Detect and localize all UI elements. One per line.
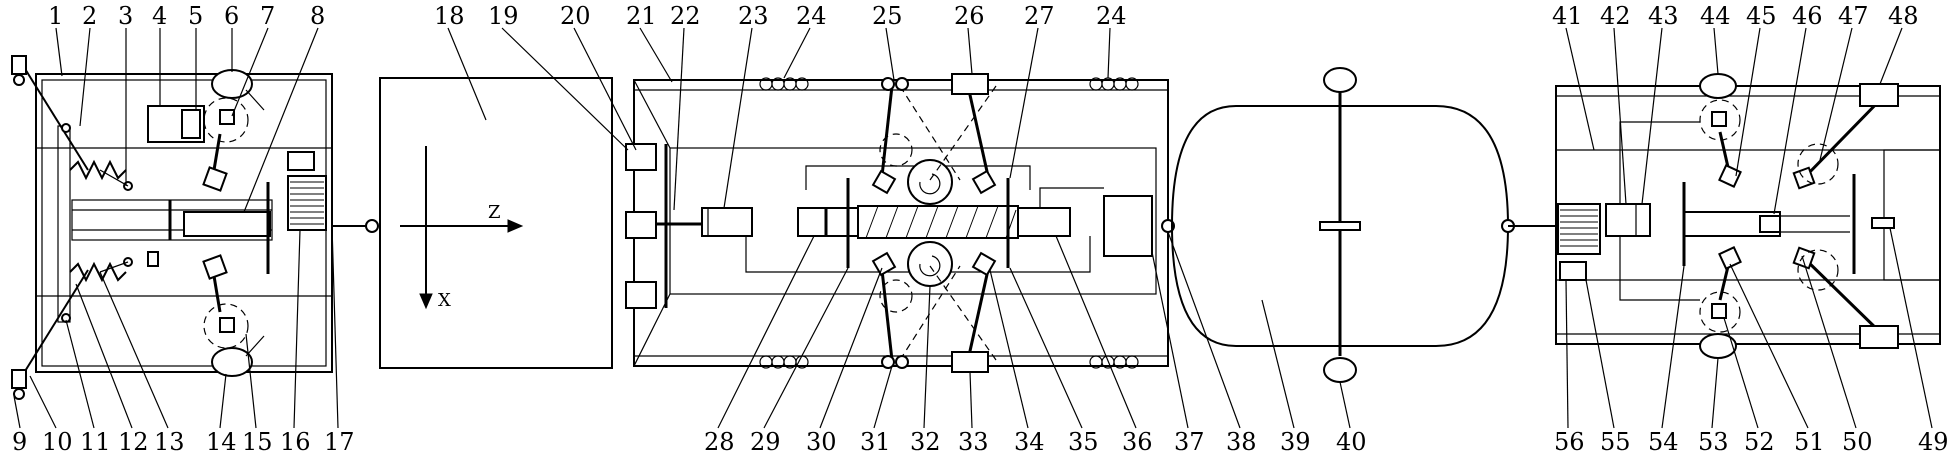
- label-11: 11: [80, 428, 111, 456]
- label-16: 16: [280, 428, 311, 456]
- label-49: 49: [1918, 428, 1949, 456]
- center-block: Z X: [380, 78, 612, 368]
- label-39: 39: [1280, 428, 1311, 456]
- label-36: 36: [1122, 428, 1153, 456]
- labels-top: 1 2 3 4 5 6 7 8 18 19 20 21 22 23 24 25 …: [48, 2, 1919, 30]
- label-20: 20: [560, 2, 591, 30]
- axis-x-label: X: [438, 290, 451, 311]
- label-53: 53: [1698, 428, 1729, 456]
- label-25: 25: [872, 2, 903, 30]
- label-7: 7: [260, 2, 275, 30]
- label-2: 2: [82, 2, 97, 30]
- label-6: 6: [224, 2, 239, 30]
- label-4: 4: [152, 2, 167, 30]
- label-26: 26: [954, 2, 985, 30]
- label-18: 18: [434, 2, 465, 30]
- label-41: 41: [1552, 2, 1583, 30]
- middle-module: [626, 74, 1174, 372]
- label-52: 52: [1744, 428, 1775, 456]
- label-19: 19: [488, 2, 519, 30]
- label-13: 13: [154, 428, 185, 456]
- label-33: 33: [958, 428, 989, 456]
- label-56: 56: [1554, 428, 1585, 456]
- label-38: 38: [1226, 428, 1257, 456]
- label-28: 28: [704, 428, 735, 456]
- label-55: 55: [1600, 428, 1631, 456]
- label-1: 1: [48, 2, 63, 30]
- label-14: 14: [206, 428, 237, 456]
- label-12: 12: [118, 428, 149, 456]
- label-44: 44: [1700, 2, 1731, 30]
- label-35: 35: [1068, 428, 1099, 456]
- label-31: 31: [860, 428, 891, 456]
- label-5: 5: [188, 2, 203, 30]
- label-37: 37: [1174, 428, 1205, 456]
- left-module: [12, 56, 378, 399]
- label-3: 3: [118, 2, 133, 30]
- label-9: 9: [12, 428, 27, 456]
- label-10: 10: [42, 428, 73, 456]
- label-47: 47: [1838, 2, 1869, 30]
- axis-z-label: Z: [488, 202, 501, 223]
- label-46: 46: [1792, 2, 1823, 30]
- label-17: 17: [324, 428, 355, 456]
- labels-bottom: 9 10 11 12 13 14 15 16 17 28 29 30 31 32…: [12, 428, 1949, 456]
- label-15: 15: [242, 428, 273, 456]
- label-8: 8: [310, 2, 325, 30]
- label-40: 40: [1336, 428, 1367, 456]
- label-48: 48: [1888, 2, 1919, 30]
- label-43: 43: [1648, 2, 1679, 30]
- right-module: [1508, 74, 1940, 358]
- label-42: 42: [1600, 2, 1631, 30]
- label-45: 45: [1746, 2, 1777, 30]
- label-32: 32: [910, 428, 941, 456]
- label-24b: 24: [1096, 2, 1127, 30]
- label-29: 29: [750, 428, 781, 456]
- capsule: [1172, 68, 1514, 382]
- label-27: 27: [1024, 2, 1055, 30]
- label-54: 54: [1648, 428, 1679, 456]
- label-34: 34: [1014, 428, 1045, 456]
- label-21: 21: [626, 2, 657, 30]
- label-22: 22: [670, 2, 701, 30]
- label-24a: 24: [796, 2, 827, 30]
- label-30: 30: [806, 428, 837, 456]
- label-23: 23: [738, 2, 769, 30]
- label-50: 50: [1842, 428, 1873, 456]
- label-51: 51: [1794, 428, 1825, 456]
